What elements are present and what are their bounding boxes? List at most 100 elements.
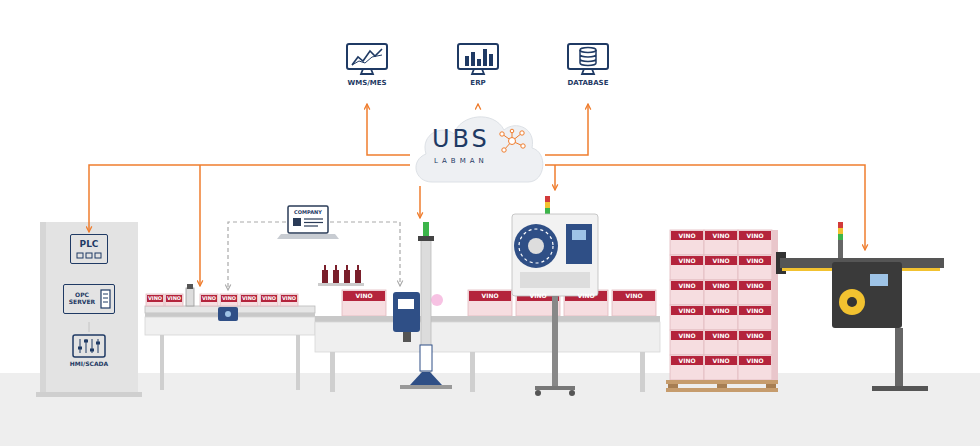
wine-box	[240, 294, 258, 306]
pallet	[668, 384, 678, 388]
wine-box	[342, 290, 386, 316]
cloud-shape	[416, 117, 543, 182]
main-conveyor	[640, 352, 645, 392]
pallet-labeler	[838, 240, 843, 258]
node-icon	[103, 298, 108, 299]
node-icon	[90, 349, 94, 352]
box-label-band	[739, 306, 771, 315]
pallet	[717, 384, 727, 388]
pallet-labeler	[847, 297, 857, 307]
node-icon	[78, 347, 82, 350]
plc-box: PLC	[70, 234, 108, 264]
network-logo	[498, 128, 526, 154]
box-label-band	[671, 306, 703, 315]
box-label-band	[739, 231, 771, 240]
box-label: VINO	[221, 295, 237, 302]
laptop	[304, 218, 323, 219]
box-label-band	[469, 291, 511, 301]
control-cabinet	[40, 222, 138, 394]
wine-box	[704, 355, 738, 380]
box-label-band	[739, 356, 771, 365]
box-label-band	[613, 291, 655, 301]
main-conveyor	[315, 322, 660, 352]
main-conveyor	[330, 352, 335, 392]
wine-box	[738, 355, 772, 380]
machine-wires	[199, 165, 201, 286]
dashed-wires	[330, 222, 400, 286]
box-label-band	[705, 331, 737, 340]
control-cabinet	[36, 392, 142, 397]
scanner	[186, 284, 238, 321]
print-applicator	[393, 222, 452, 389]
label-applicator	[519, 229, 553, 263]
node-label: DATABASE	[568, 79, 609, 87]
floor	[0, 373, 980, 446]
floor	[0, 373, 980, 446]
box-label-band	[739, 281, 771, 290]
laptop	[277, 234, 339, 239]
pallet-labeler	[776, 222, 944, 391]
box-label: VINO	[705, 281, 737, 290]
node-icon	[73, 335, 105, 357]
box-label-band	[343, 291, 385, 301]
wine-box	[200, 294, 218, 306]
node-label: OPC SERVER	[67, 292, 97, 306]
pallet-labeler	[838, 234, 843, 240]
wine-box	[670, 330, 704, 355]
node-label: ERP	[470, 79, 485, 87]
box-label: VINO	[201, 295, 217, 302]
node-icon	[580, 48, 596, 53]
wine-bottles	[357, 265, 359, 270]
box-label-band	[166, 295, 182, 302]
cloud-shape	[410, 106, 545, 188]
node-icon	[352, 55, 382, 65]
machine-wires	[419, 186, 421, 218]
wine-bottles	[322, 270, 328, 283]
box-label: VINO	[739, 306, 771, 315]
wine-box	[670, 280, 704, 305]
label-applicator	[535, 390, 541, 396]
print-applicator	[403, 332, 411, 342]
network-logo	[502, 131, 523, 150]
box-label-band	[261, 295, 277, 302]
box-label: VINO	[671, 231, 703, 240]
node-icon	[352, 49, 382, 65]
data-connector	[89, 165, 410, 232]
scanner	[225, 311, 231, 317]
box-label: VINO	[739, 331, 771, 340]
logo-text: UBS	[432, 126, 490, 154]
label-applicator	[514, 224, 558, 268]
label-applicator	[572, 230, 586, 240]
data-connector	[545, 104, 588, 155]
pallet	[666, 388, 778, 392]
box-label: VINO	[166, 295, 182, 302]
network-logo	[502, 148, 506, 152]
box-label: VINO	[671, 256, 703, 265]
node-icon	[477, 59, 481, 66]
network-logo	[509, 138, 516, 145]
laptop	[293, 218, 301, 226]
node-icon	[472, 69, 484, 74]
wine-bottles	[318, 265, 364, 286]
wine-box	[704, 330, 738, 355]
pallet-labeler	[870, 274, 888, 286]
label-applicator	[528, 238, 544, 254]
node-icon	[84, 340, 88, 343]
left-conveyor	[145, 306, 315, 390]
cloud-hub: UBSLABMAN	[410, 106, 545, 188]
node-icon	[103, 302, 108, 303]
wine-bottles	[346, 265, 348, 270]
print-applicator	[421, 240, 431, 386]
node-icon	[458, 44, 498, 69]
laptop	[304, 222, 323, 223]
box-label: VINO	[147, 295, 163, 302]
box-label-band	[147, 295, 163, 302]
network-logo	[521, 144, 525, 148]
pallet-labeler	[838, 228, 843, 234]
box-label: VINO	[705, 331, 737, 340]
wine-bottles	[324, 265, 326, 270]
system-monitor: ERP	[450, 42, 506, 102]
pallet-labeler	[838, 222, 843, 228]
box-label: VINO	[671, 331, 703, 340]
box-label-band	[671, 231, 703, 240]
